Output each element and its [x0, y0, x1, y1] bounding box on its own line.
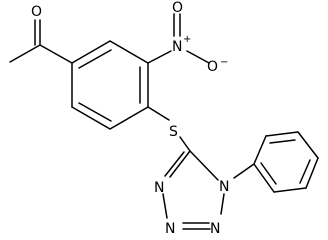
- bond-phenyl-5: [273, 187, 307, 193]
- atom-thioether-sulfur: S: [169, 124, 178, 140]
- bond-ring-1: [71, 40, 111, 64]
- bond-phenyl-inner-2: [299, 159, 311, 184]
- bond-ring-4: [109, 106, 149, 130]
- bond-tetrazole-c5-n4-double: [164, 151, 185, 177]
- bond-phenyl-2: [265, 131, 299, 137]
- bond-ring-inner-3: [78, 102, 112, 122]
- nitro-positive-charge: +: [183, 34, 191, 45]
- bond-phenyl-inner-3: [260, 162, 277, 185]
- bond-phenyl-1: [253, 135, 267, 165]
- central-benzene-ring: [71, 40, 149, 130]
- bond-ring-inner-1: [78, 49, 112, 69]
- bond-ring-5: [71, 106, 111, 130]
- bond-ring-nitro: [147, 50, 172, 64]
- tetrazole-ring: N N N N: [154, 150, 229, 237]
- atom-nitro-oxygen-top: O: [172, 0, 183, 16]
- bond-phenyl-4: [305, 157, 319, 189]
- bond-carbonyl-ring: [39, 44, 73, 64]
- bond-tetrazole-n2-n1: [220, 193, 225, 215]
- nitro-group: N + O O −: [147, 0, 228, 75]
- atom-nitro-oxygen-right: O: [207, 59, 218, 75]
- bond-tetrazole-n1-c5: [189, 150, 219, 181]
- bond-ring-2: [109, 40, 149, 64]
- atom-tetrazole-n1: N: [219, 179, 229, 195]
- bond-nitro-oxygen-right: [186, 50, 210, 64]
- thioether-linkage: S: [147, 106, 191, 152]
- bond-phenyl-inner-1: [269, 139, 296, 144]
- bond-tetrazole-n4-n3: [162, 193, 168, 219]
- bond-phenyl-6: [253, 163, 275, 193]
- bond-n1-phenyl: [233, 163, 255, 179]
- atom-tetrazole-n2: N: [210, 221, 220, 237]
- bond-tetrazole-c5-n4: [169, 150, 191, 178]
- atom-nitro-nitrogen: N: [172, 39, 182, 55]
- bond-sulfur-tetrazole: [179, 136, 191, 152]
- atom-acetyl-oxygen: O: [31, 4, 42, 20]
- bond-phenyl-3: [297, 131, 319, 159]
- bond-methyl-carbonyl: [9, 44, 41, 63]
- nitro-negative-charge: −: [220, 57, 228, 68]
- atom-tetrazole-n4: N: [154, 180, 164, 196]
- atom-tetrazole-n3: N: [165, 221, 175, 237]
- bond-ring-sulfur: [147, 106, 170, 121]
- phenyl-ring: [233, 131, 319, 193]
- acetyl-group: O: [9, 4, 73, 64]
